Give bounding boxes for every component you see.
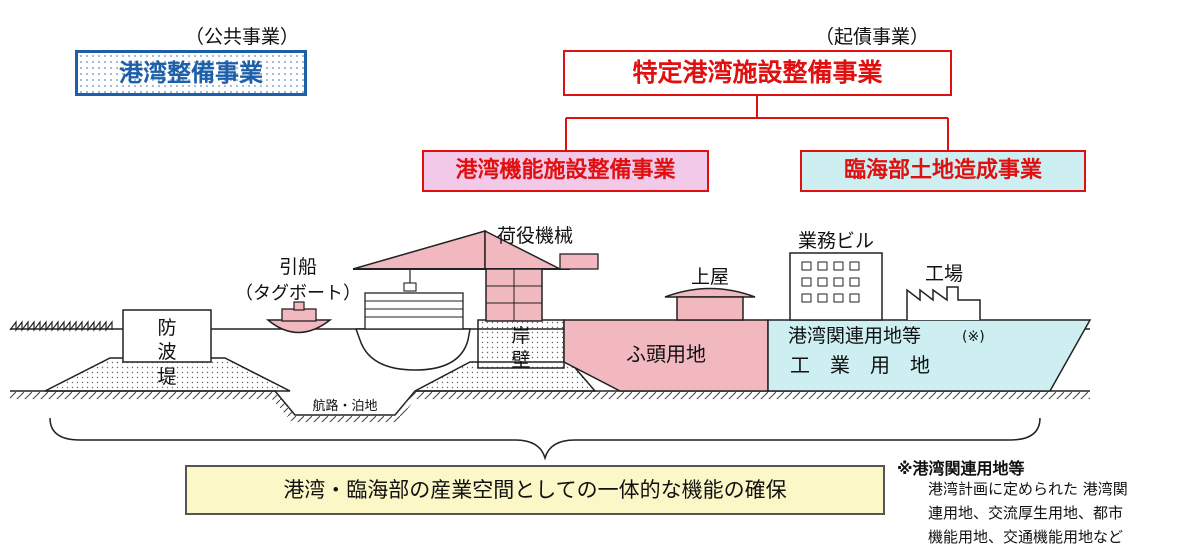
office-building-label: 業務ビル xyxy=(798,230,874,252)
port-function-facility-box: 港湾機能施設整備事業 xyxy=(422,150,709,192)
note-mark: (※) xyxy=(962,329,985,345)
breakwater-block xyxy=(122,309,212,363)
industrial-land xyxy=(767,319,1092,392)
brace xyxy=(49,417,1041,460)
channel-label: 航路・泊地 xyxy=(312,398,377,414)
tugboat xyxy=(265,301,333,334)
seabed xyxy=(10,390,1090,422)
quay-char-2: 壁 xyxy=(511,349,530,371)
shed-label: 上屋 xyxy=(691,266,729,288)
port-related-land-label: 港湾関連用地等 xyxy=(788,325,921,347)
cargo-crane-label: 荷役機械 xyxy=(497,225,573,247)
factory-label: 工場 xyxy=(925,263,963,285)
office-building xyxy=(789,252,883,321)
cargo-crane xyxy=(352,229,599,322)
quay-char-1: 岸 xyxy=(511,325,530,347)
public-works-label: （公共事業） xyxy=(185,26,300,48)
cargo-ship xyxy=(354,292,471,371)
specific-port-facility-box: 特定港湾施設整備事業 xyxy=(563,50,952,96)
connector-lines xyxy=(565,96,949,150)
note-title: ※港湾関連用地等 xyxy=(897,459,1025,478)
tugboat-label-line1: 引船 xyxy=(279,256,317,278)
note-line-3: 機能用地、交通機能用地など xyxy=(928,528,1124,546)
breakwater-char-3: 堤 xyxy=(157,366,176,388)
coastal-land-reclamation-box: 臨海部土地造成事業 xyxy=(800,150,1086,192)
breakwater-mound xyxy=(44,357,291,392)
integrated-function-box: 港湾・臨海部の産業空間としての一体的な機能の確保 xyxy=(185,465,885,515)
note-line-1: 港湾計画に定められた 港湾関 xyxy=(928,480,1128,498)
note-line-2: 連用地、交流厚生用地、都市 xyxy=(928,504,1124,522)
breakwater-char-2: 波 xyxy=(157,341,176,363)
bond-works-label: （起債事業） xyxy=(815,26,930,48)
factory xyxy=(906,286,981,320)
port-maintenance-box: 港湾整備事業 xyxy=(75,50,307,96)
breakwater-char-1: 防 xyxy=(157,317,176,339)
shed xyxy=(664,287,756,321)
tugboat-label-line2: （タグボート） xyxy=(235,283,361,304)
industrial-land-label: 工 業 用 地 xyxy=(790,353,930,377)
wharf-label: ふ頭用地 xyxy=(626,342,706,366)
port-illustration: 防 波 堤 引船 （タグボート） 岸 壁 荷役機械 ふ頭用地 xyxy=(9,225,1092,460)
